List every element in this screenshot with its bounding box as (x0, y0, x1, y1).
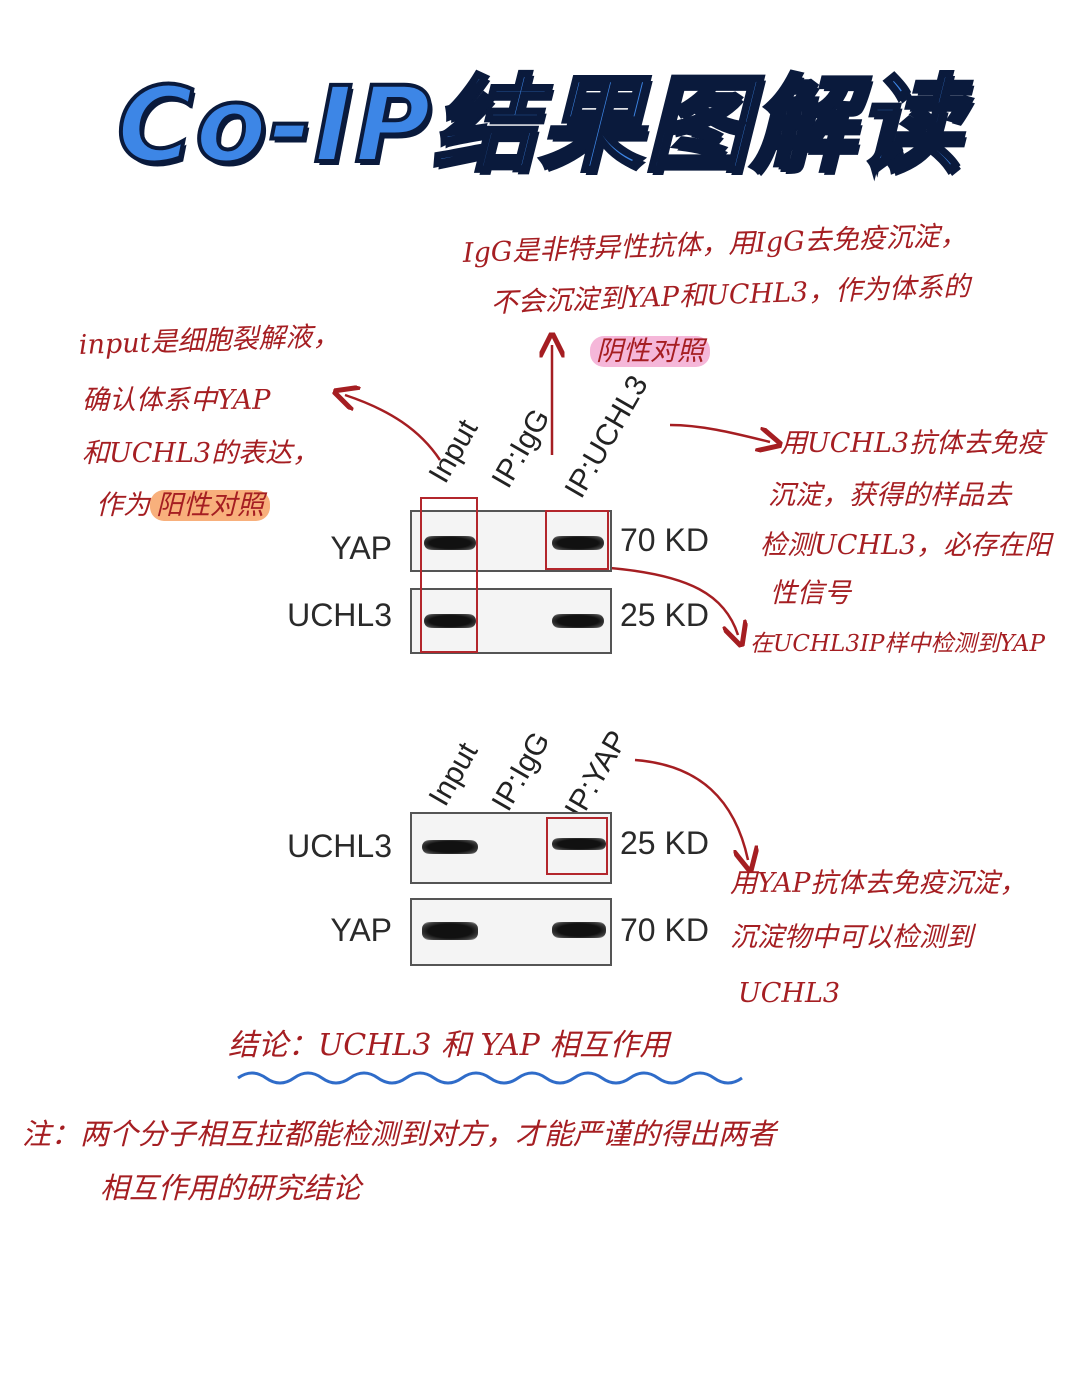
input-note-line2: 确认体系中YAP (82, 385, 271, 416)
footnote-line1: 注：两个分子相互拉都能检测到对方，才能严谨的得出两者 (22, 1117, 777, 1151)
blot-strip-yap-2 (410, 898, 612, 966)
band-ip-uchl3-2 (552, 838, 606, 850)
yap-ip-arrow (634, 758, 748, 860)
uchl3-ip-note-line3: 检测UCHL3，必存在阳 (760, 530, 1052, 561)
input-highlight-box (420, 497, 478, 653)
row-label-uchl3: UCHL3 (287, 597, 392, 633)
uchl3-ip-arrow (669, 423, 770, 442)
row-label-yap: YAP (330, 530, 392, 566)
row-label-yap-2: YAP (330, 912, 392, 948)
band-input-uchl3-2 (422, 840, 478, 854)
kd-label-25: 25 KD (620, 597, 709, 633)
yap-ip-highlight-box (545, 510, 609, 570)
input-arrow (345, 395, 442, 461)
footnote-line2: 相互作用的研究结论 (100, 1171, 362, 1205)
wave-underline (237, 1071, 743, 1085)
band-ip-yap (552, 536, 604, 550)
yap-box-arrow (609, 566, 738, 635)
yap-ip-note-line1: 用YAP抗体去免疫沉淀， (730, 868, 1027, 899)
igg-note-highlight: 阴性对照 (590, 326, 710, 378)
input-note-line1: input是细胞裂解液， (78, 320, 340, 361)
kd-label-25-2: 25 KD (620, 825, 709, 861)
negative-control-label: 阴性对照 (590, 336, 710, 367)
kd-label-70-2: 70 KD (620, 912, 709, 948)
uchl3-ip-note-line2: 沉淀，获得的样品去 (768, 480, 1011, 511)
blot-strip-yap (410, 510, 612, 572)
band-input-yap (424, 536, 476, 550)
input-note-prefix: 作为 (96, 490, 150, 521)
page-title: Co-IP结果图解读 (115, 62, 963, 188)
uchl3-ip-note-line1: 用UCHL3抗体去免疫 (780, 428, 1045, 459)
band-input-yap-2 (422, 922, 478, 940)
blot-strip-uchl3 (410, 588, 612, 654)
uchl3-ip-note-line4: 性信号 (770, 578, 851, 609)
kd-label-70: 70 KD (620, 522, 709, 558)
positive-control-label: 阳性对照 (150, 490, 270, 521)
band-ip-yap-2 (552, 922, 606, 938)
input-note-line4: 作为阳性对照 (96, 480, 270, 532)
yap-ip-note-line2: 沉淀物中可以检测到 (730, 922, 973, 953)
uchl3-ip-highlight-box (546, 817, 608, 875)
band-input-uchl3 (424, 614, 476, 628)
uchl3-ip-yap-note: 在UCHL3IP样中检测到YAP (750, 631, 1045, 657)
band-ip-uchl3 (552, 614, 604, 628)
conclusion-text: 结论：UCHL3 和 YAP 相互作用 (228, 1028, 670, 1063)
input-note-line3: 和UCHL3的表达， (82, 438, 320, 469)
blot-strip-uchl3-2 (410, 812, 612, 884)
row-label-uchl3-2: UCHL3 (287, 828, 392, 864)
yap-ip-note-line3: UCHL3 (738, 978, 841, 1009)
